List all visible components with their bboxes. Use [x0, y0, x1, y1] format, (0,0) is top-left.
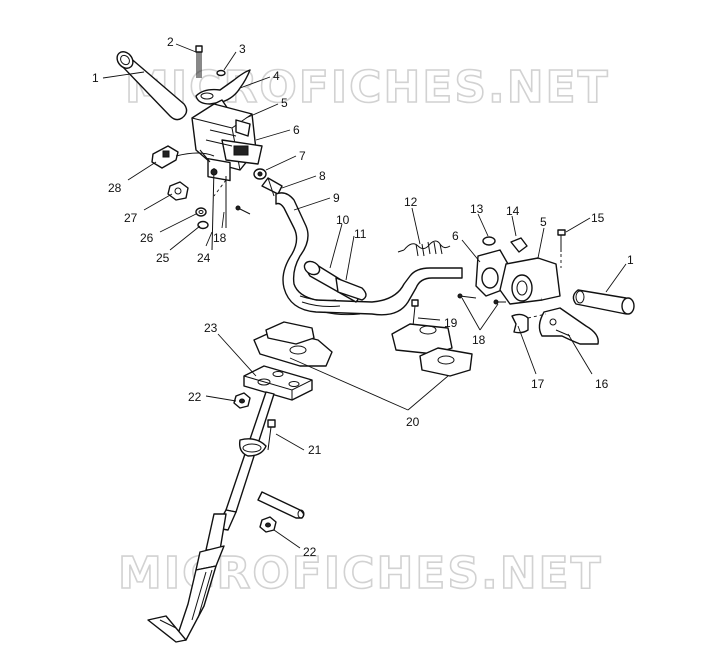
washer-25 — [197, 220, 209, 230]
right-grip — [572, 289, 635, 315]
pin-24 — [211, 167, 215, 251]
callout-5-right: 5 — [540, 215, 547, 229]
steering-column — [215, 391, 275, 531]
pin-24-head — [210, 168, 218, 176]
callout-25: 25 — [156, 251, 170, 265]
washer-26 — [195, 207, 207, 217]
callout-labels: 1 2 3 4 5 6 7 8 9 10 11 12 13 14 5 15 6 … — [92, 35, 634, 559]
stem-plate — [243, 365, 313, 401]
handlebar — [275, 192, 463, 316]
callout-11: 11 — [354, 227, 367, 241]
callout-21: 21 — [308, 443, 322, 457]
callout-2: 2 — [167, 35, 174, 49]
callout-6-right: 6 — [452, 229, 459, 243]
callout-24: 24 — [197, 251, 211, 265]
callout-22-lower: 22 — [303, 545, 317, 559]
callout-1: 1 — [92, 71, 99, 85]
clip-17 — [511, 313, 529, 334]
left-grip — [116, 51, 188, 121]
watermark-top: MICROFICHES.NET — [125, 62, 610, 113]
callout-10: 10 — [336, 213, 350, 227]
callout-1-right: 1 — [627, 253, 634, 267]
callout-15: 15 — [591, 211, 605, 225]
callout-7: 7 — [299, 149, 306, 163]
callout-28: 28 — [108, 181, 122, 195]
part-13 — [482, 236, 496, 246]
lower-clamp-a — [391, 323, 453, 355]
spring-cable — [397, 240, 451, 257]
brake-lever — [538, 307, 599, 345]
callout-5: 5 — [281, 96, 288, 110]
callout-27: 27 — [124, 211, 138, 225]
screw-top — [195, 45, 203, 78]
handlebar-pad — [299, 260, 367, 316]
callout-12: 12 — [404, 195, 418, 209]
screw-15 — [557, 229, 566, 252]
callout-13: 13 — [470, 202, 484, 216]
bolt-21 — [267, 419, 276, 451]
callout-16: 16 — [595, 377, 609, 391]
callout-22-upper: 22 — [188, 390, 202, 404]
callout-9: 9 — [333, 191, 340, 205]
nut-22-upper — [233, 392, 251, 409]
switch-assembly — [151, 145, 215, 169]
lower-column-fork — [147, 513, 227, 643]
right-control-housing — [475, 236, 561, 305]
cable-adjuster — [253, 168, 283, 197]
callout-26: 26 — [140, 231, 154, 245]
callout-19: 19 — [444, 316, 458, 330]
callout-17: 17 — [531, 377, 545, 391]
pin-18-right-a — [459, 295, 477, 299]
callout-18-right: 18 — [472, 333, 486, 347]
callout-20: 20 — [406, 415, 420, 429]
nut-27 — [167, 181, 189, 201]
callout-4: 4 — [273, 69, 280, 83]
lower-clamp-b — [419, 347, 473, 377]
column-pin — [257, 491, 305, 519]
callout-14: 14 — [506, 204, 520, 218]
callout-3: 3 — [239, 42, 246, 56]
callout-23: 23 — [204, 321, 218, 335]
callout-18-left: 18 — [213, 231, 227, 245]
upper-clamp — [253, 321, 333, 367]
callout-8: 8 — [319, 169, 326, 183]
small-washer — [216, 69, 226, 77]
leader-lines — [102, 43, 627, 549]
nut-22-lower — [259, 516, 277, 533]
callout-6: 6 — [293, 123, 300, 137]
